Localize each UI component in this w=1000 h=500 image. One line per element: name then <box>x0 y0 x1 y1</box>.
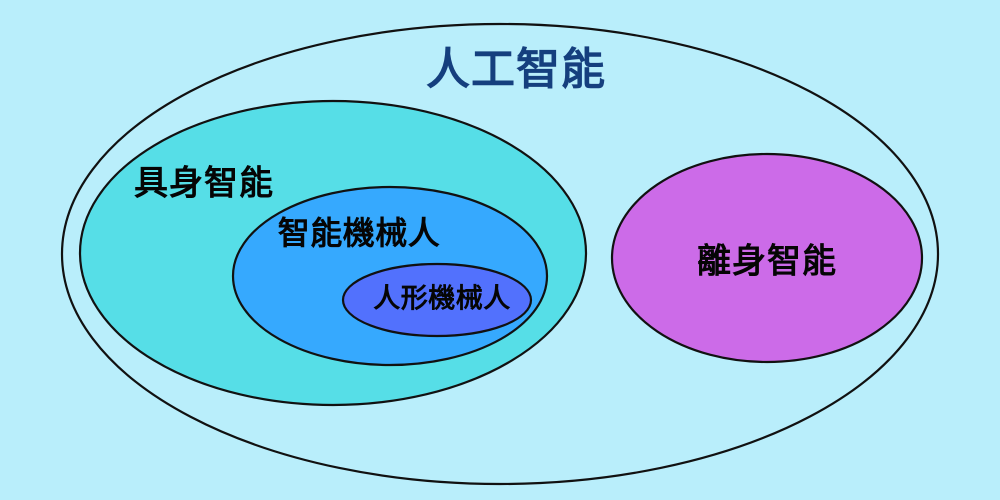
ellipse-humanoid-robot[interactable] <box>343 264 531 336</box>
label-disembodied-intelligence: 離身智能 <box>697 242 837 282</box>
label-humanoid-robot: 人形機械人 <box>373 284 511 315</box>
ellipse-disembodied-intelligence[interactable] <box>612 154 922 362</box>
label-intelligent-robot: 智能機械人 <box>278 214 441 252</box>
label-artificial-intelligence: 人工智能 <box>426 44 606 95</box>
label-embodied-intelligence: 具身智能 <box>134 164 274 204</box>
